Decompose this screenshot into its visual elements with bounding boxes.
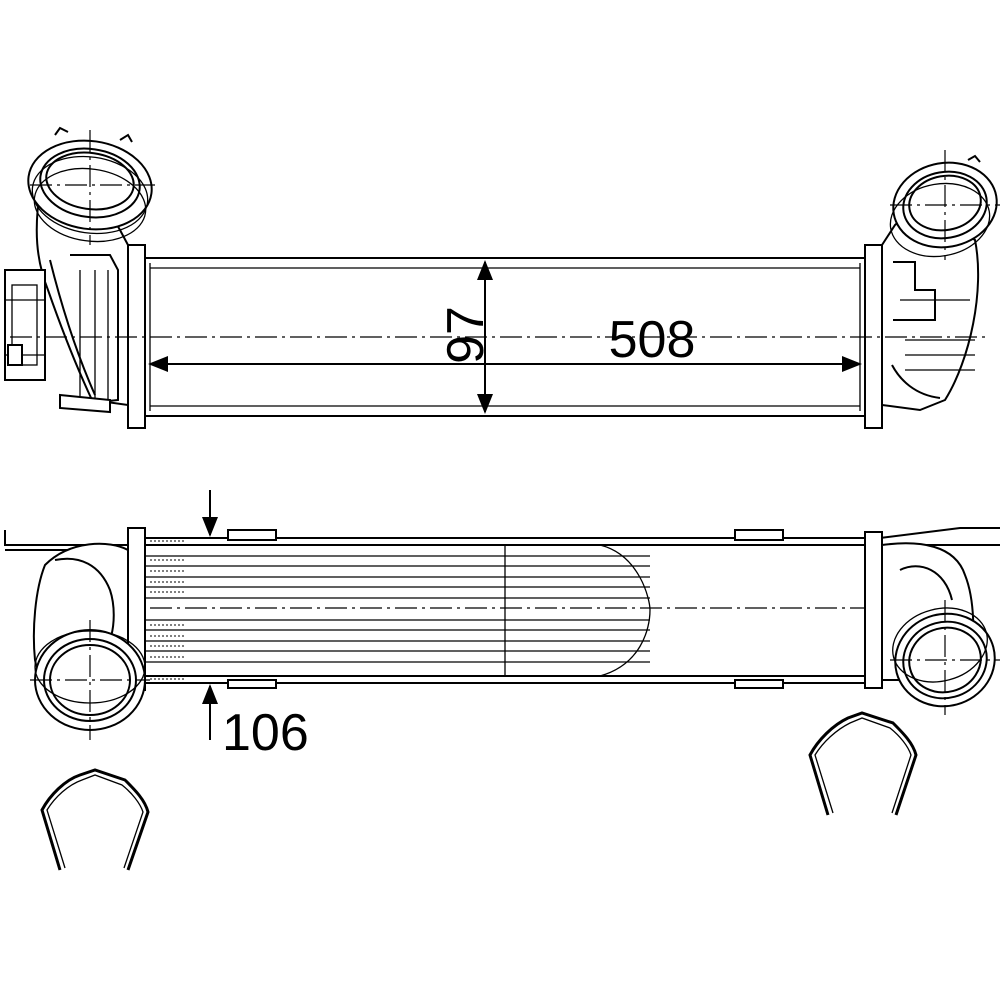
dimension-length-label: 508 xyxy=(609,311,696,369)
core-fins xyxy=(150,540,185,680)
left-end-tank-front xyxy=(30,527,870,740)
dimension-height-label: 97 xyxy=(437,306,495,364)
dimension-depth-label: 106 xyxy=(222,704,309,762)
hose-clip-left xyxy=(40,768,150,871)
hose-clip-right xyxy=(808,711,918,816)
top-view: 508 97 xyxy=(4,126,1000,429)
front-view: 106 xyxy=(4,490,1000,762)
right-end-tank-front xyxy=(864,531,1000,715)
core-tubes xyxy=(145,540,651,680)
left-end-tank-top xyxy=(4,126,155,429)
right-end-tank-top xyxy=(864,150,1000,429)
